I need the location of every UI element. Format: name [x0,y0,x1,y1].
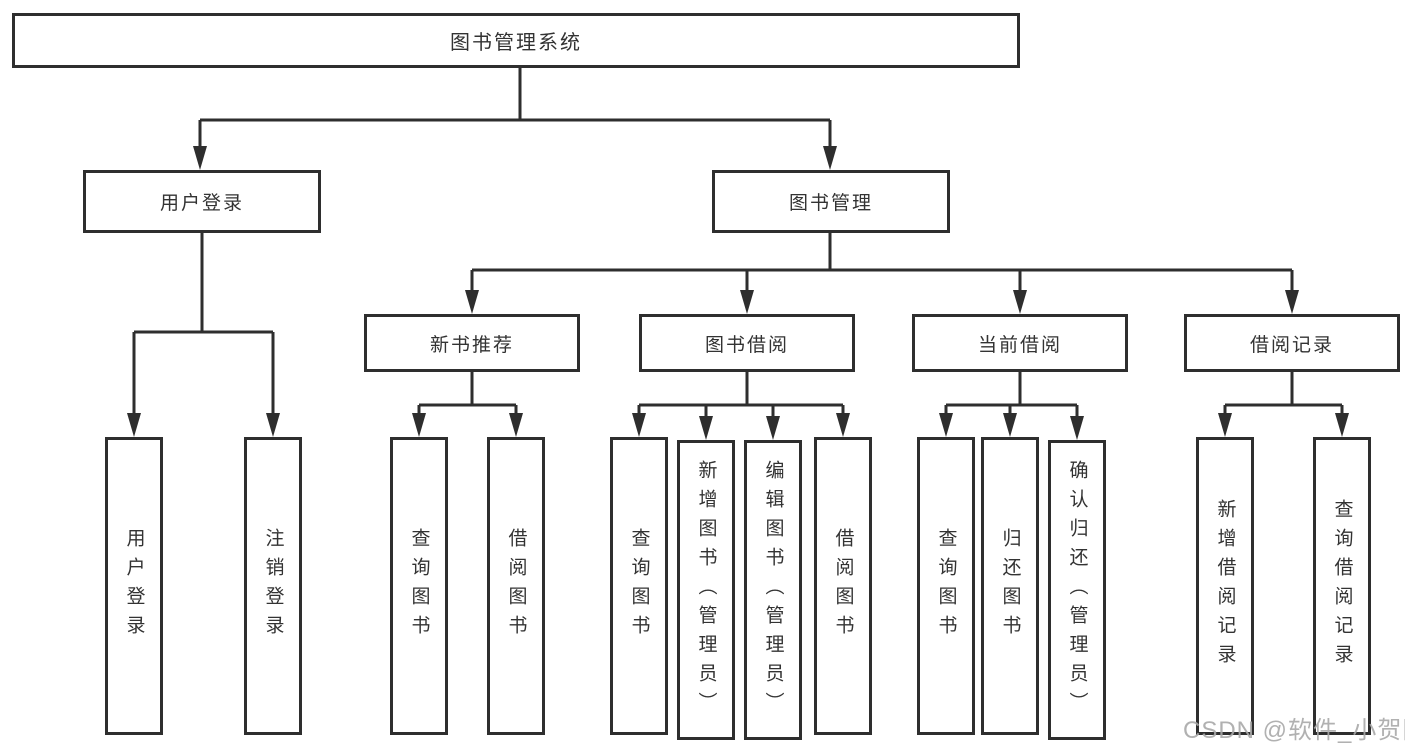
leaf-logout: 注销登录 [244,437,302,735]
arrowheads [127,146,1349,440]
leaf-user-login: 用户登录 [105,437,163,735]
leaf-borrow-add-books-admin: 新增图书（管理员） [677,440,735,740]
node-book-borrow: 图书借阅 [639,314,855,372]
node-borrow-records: 借阅记录 [1184,314,1400,372]
leaf-current-confirm-return-admin: 确认归还（管理员） [1048,440,1106,740]
leaf-newbook-borrow-books: 借阅图书 [487,437,545,735]
node-new-book-recommend: 新书推荐 [364,314,580,372]
leaf-borrow-edit-books-admin: 编辑图书（管理员） [744,440,802,740]
watermark: CSDN @软件_小贺同学 [1183,717,1405,744]
node-book-management: 图书管理 [712,170,950,233]
leaf-newbook-query-books: 查询图书 [390,437,448,735]
leaf-current-query-books: 查询图书 [917,437,975,735]
leaf-records-query-record: 查询借阅记录 [1313,437,1371,735]
leaf-borrow-query-books: 查询图书 [610,437,668,735]
node-current-borrow: 当前借阅 [912,314,1128,372]
node-library-system: 图书管理系统 [12,13,1020,68]
leaf-borrow-borrow-books: 借阅图书 [814,437,872,735]
node-user-login: 用户登录 [83,170,321,233]
leaf-current-return-books: 归还图书 [981,437,1039,735]
leaf-records-add-record: 新增借阅记录 [1196,437,1254,735]
